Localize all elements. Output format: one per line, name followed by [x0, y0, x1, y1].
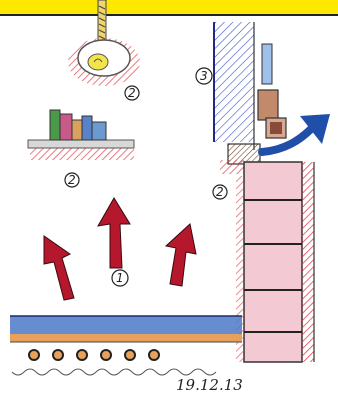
lamp-label: 2 [125, 86, 139, 100]
signature-date: 19.12.13 [176, 376, 243, 394]
window-icon [258, 90, 286, 138]
bookshelf-icon [28, 110, 134, 160]
window-ledge-label-text: 2 [216, 185, 224, 199]
shelf-label: 2 [65, 173, 79, 187]
window-wall-label: 3 [196, 68, 212, 84]
floor [10, 316, 242, 375]
heat-flow-label-text: 1 [116, 271, 124, 285]
lamp-label-text: 2 [128, 86, 136, 100]
heat-flow-label: 1 [112, 270, 128, 286]
window-wall [214, 22, 272, 150]
radiator-icon [236, 162, 314, 362]
floor-heating-pipes [29, 350, 159, 360]
window-wall-label-text: 3 [200, 69, 208, 83]
shelf-label-text: 2 [68, 173, 76, 187]
ceiling-lamp-icon [68, 0, 140, 86]
